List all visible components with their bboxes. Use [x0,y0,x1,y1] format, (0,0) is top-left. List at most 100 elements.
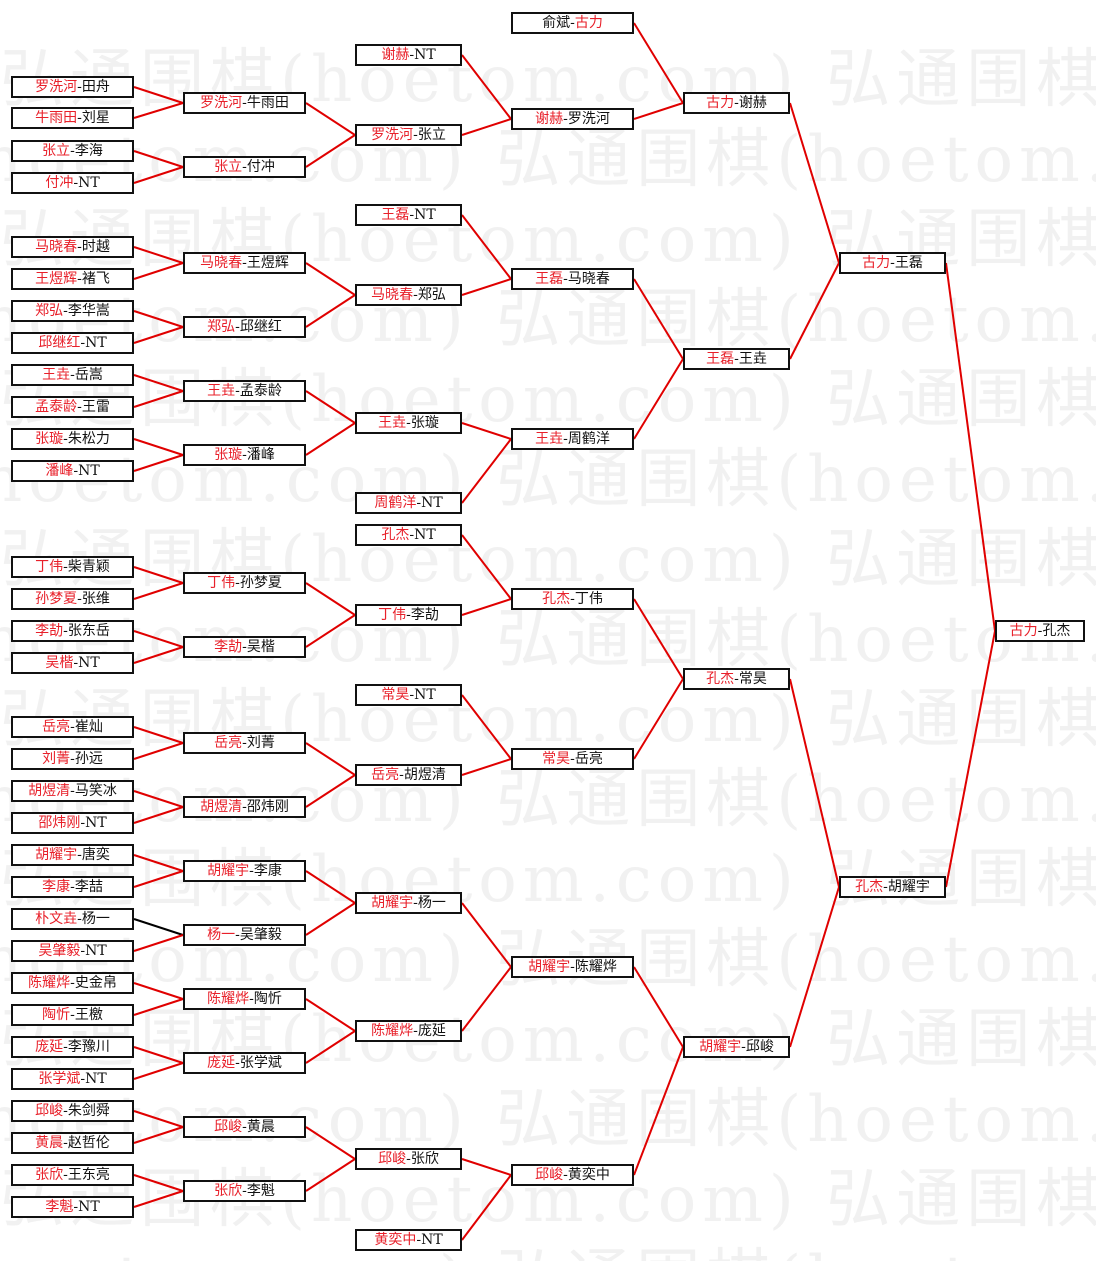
connector-line [789,886,840,1048]
player-2-name: 张学斌 [239,1055,282,1071]
match-box: 谢赫-NT [355,44,462,66]
separator: - [409,47,415,63]
connector-line [461,758,512,776]
match-box: 庞延-李豫川 [11,1036,134,1058]
player-2-name: NT [421,495,443,511]
connector-line [633,278,684,360]
player-2-name: NT [78,655,100,671]
connector-line [305,774,356,808]
player-2-name: 李豫川 [67,1039,110,1055]
connector-line [133,166,184,184]
separator: - [734,351,739,367]
player-2-name: 周鹤洋 [567,431,610,447]
match-box: 罗洗河-张立 [355,124,462,146]
player-1-name: 丁伟 [207,575,236,591]
connector-line [133,102,184,119]
player-1-name: 邱继红 [38,335,81,351]
player-2-name: 邱峻 [745,1039,774,1055]
connector-line [461,1158,512,1176]
player-1-name: 岳亮 [214,735,243,751]
player-2-name: 张维 [81,591,110,607]
player-1-name: 黄晨 [35,1135,64,1151]
separator: - [70,879,75,895]
player-2-name: NT [414,527,436,543]
player-2-name: 朱剑舜 [67,1103,110,1119]
match-box: 刘菁-孙远 [11,748,134,770]
connector-line [461,118,512,136]
connector-line [133,374,184,392]
player-1-name: 陶忻 [42,1007,71,1023]
match-box: 邵炜刚-NT [11,812,134,834]
match-box: 黄奕中-NT [355,1229,462,1251]
separator: - [63,431,68,447]
player-1-name: 马晓春 [35,239,78,255]
player-1-name: 孔杰 [542,591,571,607]
separator: - [249,991,254,1007]
separator: - [73,1199,79,1215]
match-box: 李劼-张东岳 [11,620,134,642]
separator: - [242,447,247,463]
player-2-name: 张璇 [410,415,439,431]
player-1-name: 胡耀宇 [35,847,78,863]
match-box: 王垚-岳嵩 [11,364,134,386]
player-1-name: 付冲 [45,175,74,191]
player-1-name: 古力 [1009,623,1038,639]
player-1-name: 常昊 [542,751,571,767]
separator: - [63,303,68,319]
connector-line [133,1174,184,1192]
separator: - [235,1055,240,1071]
player-1-name: 王磊 [706,351,735,367]
separator: - [563,271,568,287]
separator: - [563,1167,568,1183]
separator: - [73,175,79,191]
player-1-name: 胡煜清 [200,799,243,815]
player-2-name: NT [85,335,107,351]
match-box: 吴楷-NT [11,652,134,674]
match-box: 胡煜清-马笑冰 [11,780,134,802]
separator: - [741,1039,746,1055]
player-1-name: 谢赫 [535,111,564,127]
connector-line [305,998,356,1032]
separator: - [70,143,75,159]
player-2-name: 李魁 [246,1183,275,1199]
player-1-name: 岳亮 [42,719,71,735]
connector-line [133,326,184,344]
player-2-name: 马晓春 [567,271,610,287]
separator: - [416,1232,422,1248]
connector-line [633,22,684,104]
match-box: 李劼-吴楷 [183,636,306,658]
connector-line [133,1046,184,1064]
connector-line [633,358,684,440]
match-box: 郑弘-李华嵩 [11,300,134,322]
player-1-name: 罗洗河 [371,127,414,143]
separator: - [77,271,82,287]
player-2-name: NT [78,463,100,479]
player-1-name: 胡耀宇 [699,1039,742,1055]
separator: - [70,719,75,735]
separator: - [734,95,739,111]
player-2-name: 唐奕 [81,847,110,863]
player-1-name: 胡煜清 [28,783,71,799]
player-1-name: 张璇 [35,431,64,447]
player-2-name: 朱松力 [67,431,110,447]
player-2-name: 吴肇毅 [239,927,282,943]
match-box: 岳亮-崔灿 [11,716,134,738]
player-1-name: 孔杰 [855,879,884,895]
player-1-name: 王垚 [535,431,564,447]
separator: - [235,927,240,943]
connector-line [305,1030,356,1064]
player-1-name: 邱峻 [378,1151,407,1167]
connector-line [133,310,184,328]
connector-line [633,966,684,1048]
connector-line [633,598,684,680]
connector-line [305,102,356,136]
connector-line [305,582,356,616]
separator: - [570,959,575,975]
separator: - [890,255,895,271]
player-1-name: 常昊 [381,687,410,703]
match-box: 胡耀宇-唐奕 [11,844,134,866]
connector-line [461,902,512,968]
separator: - [63,1167,68,1183]
separator: - [242,255,247,271]
connector-line [133,86,184,104]
